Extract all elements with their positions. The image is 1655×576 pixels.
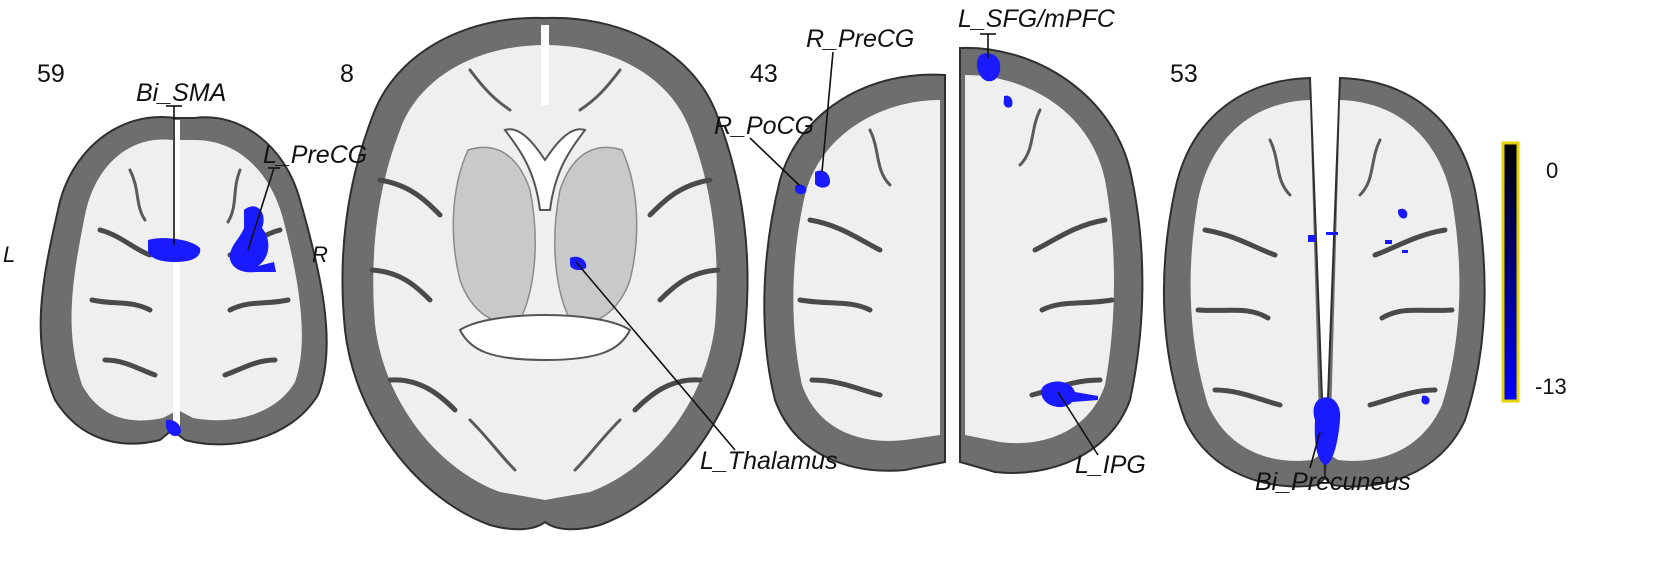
brain-slice-53 — [1162, 76, 1486, 488]
colorbar-min-label: -13 — [1535, 374, 1567, 399]
colorbar-max-label: 0 — [1546, 158, 1558, 183]
slice-number-59: 59 — [37, 60, 65, 88]
region-label-bi-precuneus: Bi_Precuneus — [1255, 468, 1411, 496]
region-label-r-pocg: R_PoCG — [714, 112, 814, 140]
leader-l-ipg — [1057, 391, 1099, 456]
region-label-r-precg: R_PreCG — [806, 25, 914, 53]
leader-lines — [166, 33, 1321, 469]
region-label-l-ipg: L_IPG — [1075, 451, 1146, 479]
leader-l-thalamus — [575, 261, 736, 451]
left-hemisphere-label: L — [3, 242, 15, 267]
region-label-l-thalamus: L_Thalamus — [700, 447, 838, 475]
slice-number-43: 43 — [750, 60, 778, 88]
slice-number-53: 53 — [1170, 60, 1198, 88]
leader-bi-precuneus — [1309, 431, 1321, 469]
leader-r-precg — [821, 51, 834, 173]
region-label-l-sfg-mpfc: L_SFG/mPFC — [958, 5, 1116, 33]
colorbar-gradient — [1501, 141, 1520, 403]
leader-l-precg — [247, 167, 275, 251]
region-label-l-precg: L_PreCG — [263, 141, 367, 169]
slice-number-8: 8 — [340, 60, 354, 88]
brain-slice-8 — [341, 16, 749, 531]
region-label-bi-sma: Bi_SMA — [136, 79, 226, 107]
brain-slice-59 — [39, 116, 328, 446]
right-hemisphere-label: R — [312, 242, 328, 267]
colorbar: 0 -13 — [1501, 141, 1567, 403]
brain-slice-43 — [763, 46, 1144, 474]
leader-r-pocg — [749, 137, 801, 187]
